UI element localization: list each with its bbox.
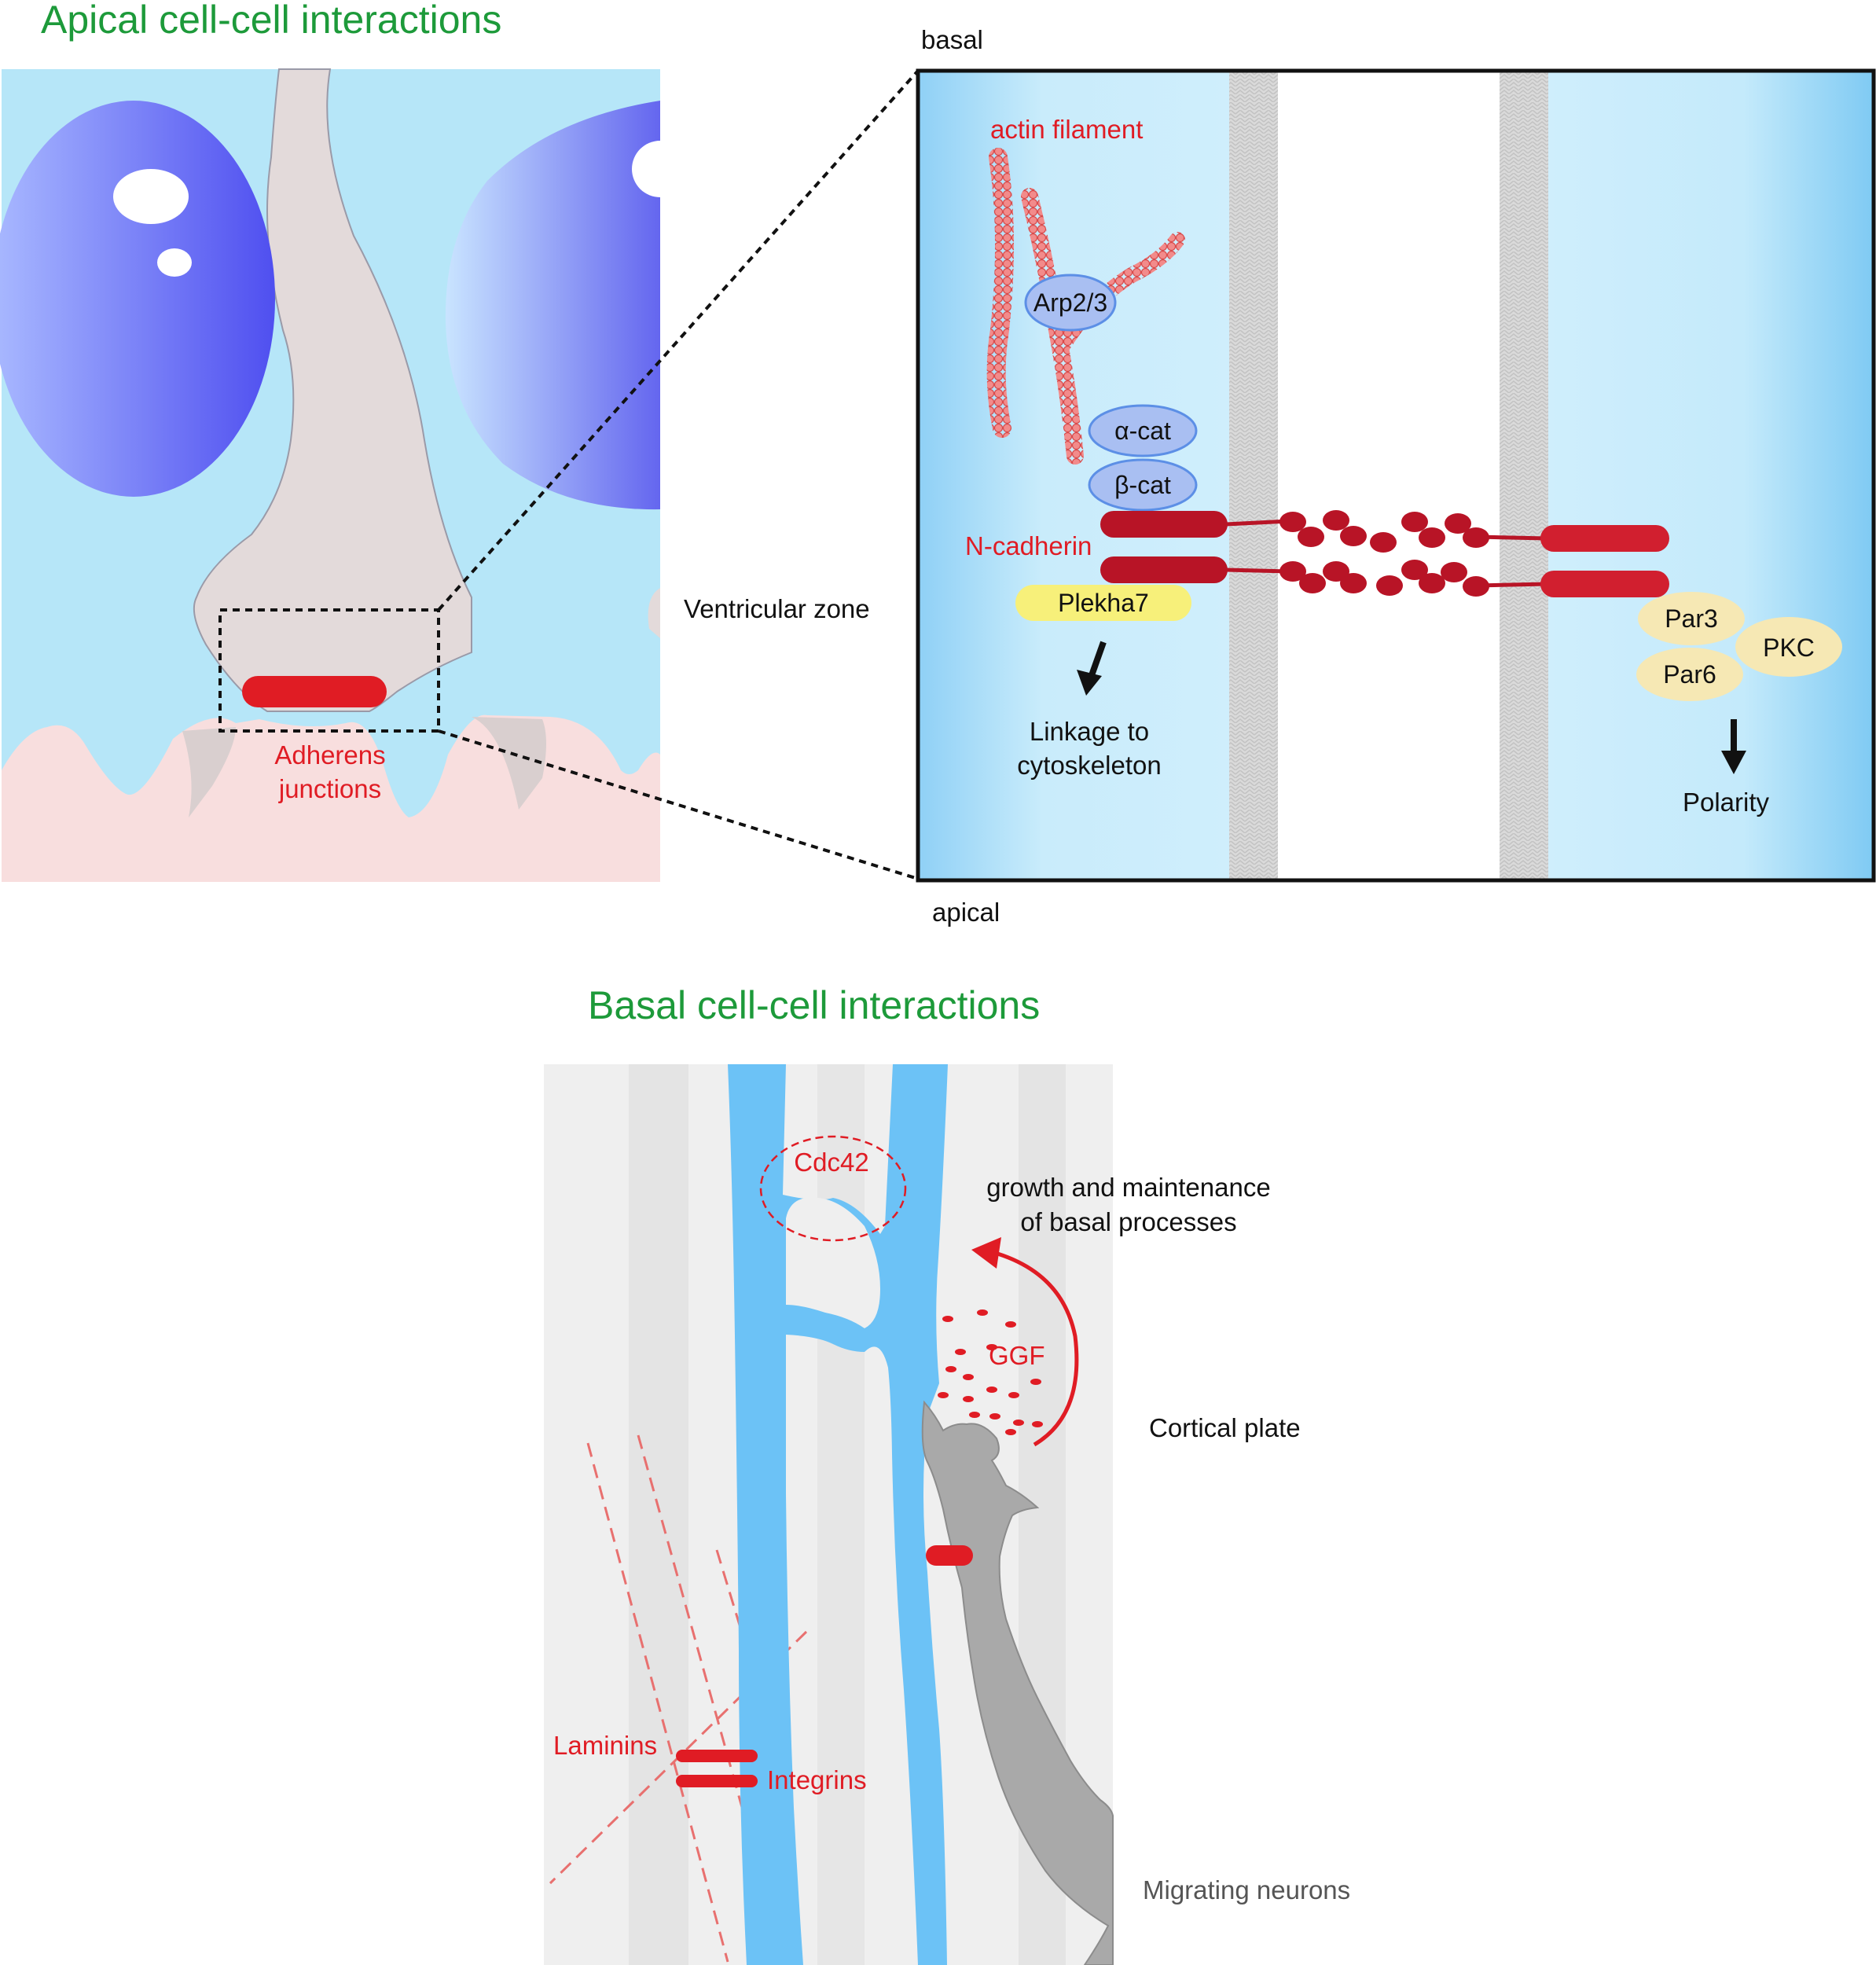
adherens-label-2: junctions [278,774,381,803]
polarity-arrow-head [1721,751,1746,774]
membrane-left [1229,71,1278,880]
zoom-selection-box [218,608,440,733]
cell-edge-left [182,727,236,817]
plekha7-label: Plekha7 [1058,589,1149,617]
cortical-plate-label: Cortical plate [1149,1413,1301,1442]
adherens-label-1: Adherens [274,740,385,769]
linkage-arrow-shaft [1088,641,1107,679]
actin-filament-1 [986,148,1015,438]
alpha-cat-label: α-cat [1114,417,1171,445]
growth-arrow [994,1251,1079,1447]
zoom-panel: actin filament Arp2/3 α-cat β-cat [916,68,1876,883]
integrins-label: Integrins [767,1765,867,1794]
migrating-neurons-label: Migrating neurons [1143,1875,1350,1904]
integrin-bar-1 [676,1750,758,1762]
arp23-label: Arp2/3 [1033,288,1107,317]
basal-panel: Cdc42 GGF [544,1064,1114,1965]
beta-cat-label: β-cat [1114,471,1171,499]
ggf-label: GGF [989,1341,1045,1370]
pkc [1735,617,1842,677]
neuron-adhesion [926,1545,973,1566]
growth-label-2: of basal processes [1020,1207,1236,1236]
nucleus-right [445,101,660,510]
laminins-label: Laminins [553,1731,657,1760]
linkage-arrow-head [1077,670,1102,696]
integrin-bar-2 [676,1775,758,1787]
polarity-label: Polarity [1683,788,1770,817]
linkage-label-1: Linkage to [1030,717,1149,746]
stripe-1 [629,1064,688,1965]
cdc42-label: Cdc42 [794,1148,868,1177]
adherens-junction-bar [242,676,387,707]
neighbor-cell-edge [648,588,660,638]
par3-label: Par3 [1665,604,1718,633]
fiber-bridge [825,1313,865,1346]
n-cadherin-top [1100,510,1669,553]
nucleolus-right [632,141,688,197]
par6 [1636,648,1743,701]
basal-title: Basal cell-cell interactions [588,983,1040,1027]
basal-axis-label: basal [921,25,983,54]
ggf-dots [938,1309,1043,1435]
par3 [1638,592,1745,645]
nucleus-left [0,101,275,497]
arp23-complex [1024,274,1117,332]
zoom-frame [916,68,1876,883]
apical-panel: Adherens junctions [0,68,688,882]
plekha7 [1015,585,1191,621]
zoom-line-bottom [438,729,919,880]
pkc-label: PKC [1763,634,1815,662]
alpha-catenin [1088,404,1198,457]
fiber-gap [786,1197,880,1328]
n-cadherin-bottom [1100,556,1669,597]
radial-glia-fibers [728,1064,948,1965]
nucleolus-left-small [157,248,192,277]
zoom-line-top [437,69,920,612]
actin-filament-label: actin filament [990,115,1143,144]
nucleolus-left-large [113,169,189,224]
ventricle-lumen [2,714,660,882]
cdc42-circle [759,1135,907,1242]
zoom-right-cell [1548,71,1874,880]
beta-catenin [1088,458,1198,512]
membrane-right [1500,71,1548,880]
cell-edge-right [472,717,546,810]
growth-label-1: growth and maintenance [986,1173,1270,1202]
growth-arrow-head [971,1237,1001,1269]
migrating-neuron [921,1400,1114,1965]
apical-axis-label: apical [932,898,1000,927]
central-cell [193,68,472,712]
apical-title: Apical cell-cell interactions [41,0,501,42]
par6-label: Par6 [1663,660,1716,689]
ventricular-zone-label: Ventricular zone [684,594,870,623]
linkage-label-2: cytoskeleton [1017,751,1161,780]
n-cadherin-label: N-cadherin [965,531,1092,560]
